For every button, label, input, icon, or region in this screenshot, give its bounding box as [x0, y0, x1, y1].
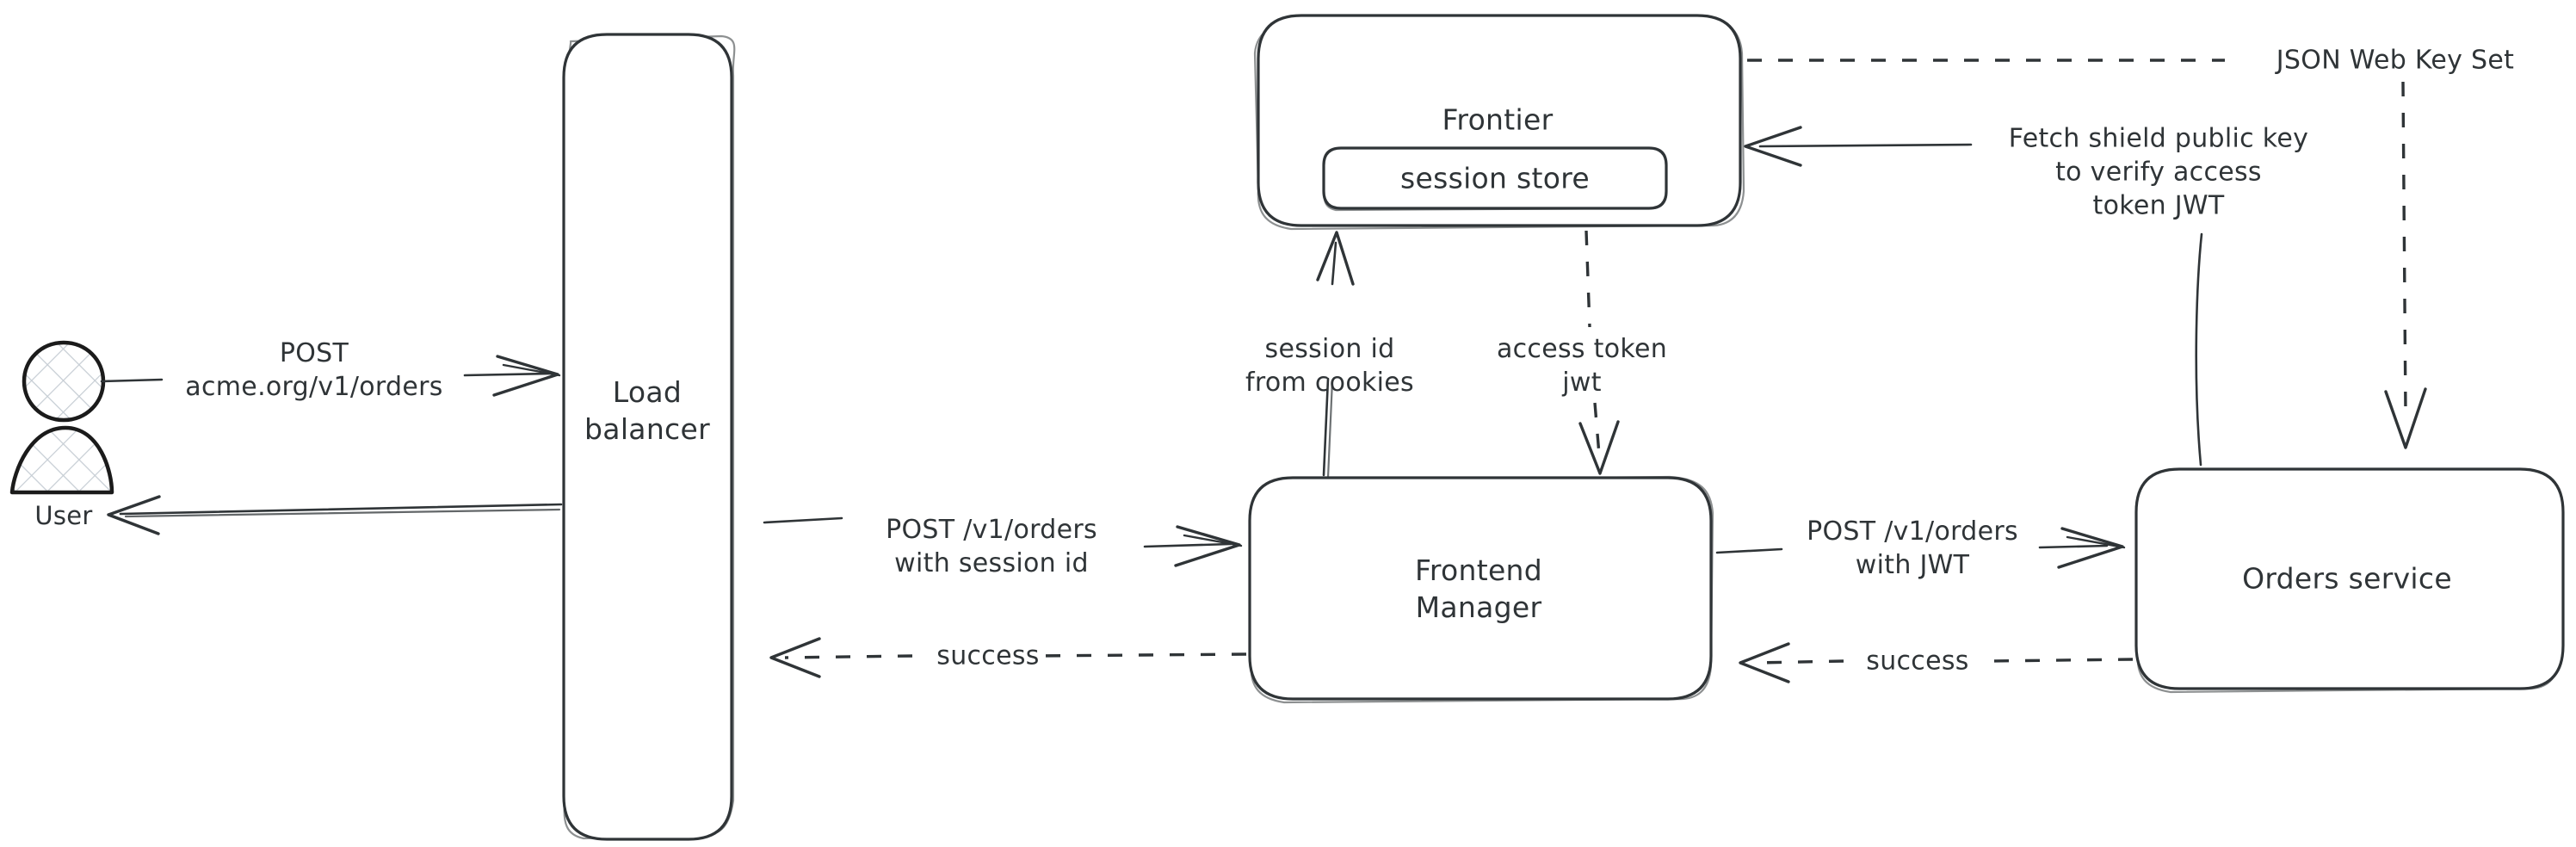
edge-lb-fm-stub	[763, 516, 843, 524]
edge-lb-fm-tail	[1143, 542, 1232, 548]
edge-lb-user-line	[119, 503, 563, 516]
edge-orders-frontier-curve	[2195, 232, 2203, 467]
edge-lb-user-line2	[124, 508, 561, 518]
session-store-box	[1322, 146, 1668, 210]
edge-orders-service-to-frontier	[1744, 126, 2203, 467]
node-load-balancer[interactable]	[562, 33, 736, 841]
edge-fm-frontier-upper	[1331, 241, 1337, 286]
edge-user-lb-arrowhead2	[502, 363, 561, 377]
edge-orders-service-to-frontend-manager	[1739, 642, 2134, 683]
orders-service-box	[2134, 467, 2565, 690]
frontend-manager-box	[1248, 476, 1713, 701]
edge-fm-orders-stub	[1715, 547, 1783, 554]
edge-fm-orders-tail	[2038, 544, 2109, 549]
edge-lb-fm-arrowhead2	[1183, 534, 1243, 547]
edge-orders-fm-dash-left	[1755, 659, 1844, 665]
edge-fm-frontier-lower2	[1326, 379, 1334, 479]
edge-fm-orders-arrowhead	[2057, 527, 2124, 569]
edge-jwks-vertical	[2401, 81, 2407, 414]
edge-fm-frontier-arrowhead	[1316, 231, 1355, 286]
edge-jwks-arrowhead	[2384, 387, 2427, 449]
edge-fm-frontier-lower	[1322, 377, 1330, 477]
edge-frontend-manager-to-load-balancer	[769, 637, 1247, 678]
user-body	[9, 425, 114, 495]
edge-lb-user-arrowhead	[107, 495, 161, 535]
edge-frontier-to-frontend-manager	[1578, 230, 1620, 475]
edge-orders-fm-arrowhead	[1739, 642, 1790, 683]
edge-user-lb-tail	[463, 372, 553, 377]
node-frontend-manager[interactable]	[1248, 475, 1714, 704]
edge-frontend-manager-to-orders-service	[1715, 527, 2126, 569]
edge-load-balancer-to-user	[107, 495, 563, 535]
edge-load-balancer-to-frontend-manager	[763, 516, 1243, 567]
edge-user-to-load-balancer	[100, 355, 561, 397]
edge-frontier-fm-dash-lower	[1593, 402, 1601, 455]
edge-frontier-fm-arrowhead	[1578, 420, 1620, 475]
load-balancer-box	[562, 33, 733, 841]
edge-frontend-manager-to-frontier	[1316, 231, 1355, 479]
edge-frontier-fm-dash-upper	[1585, 230, 1591, 328]
edge-orders-frontier-horizontal	[1758, 143, 1973, 148]
edge-fm-orders-arrowhead2	[2066, 535, 2126, 549]
edge-fm-lb-arrowhead	[769, 637, 821, 678]
edge-fm-lb-dash-right	[1032, 652, 1247, 658]
edge-jwks-to-orders-service	[1747, 59, 2427, 449]
node-orders-service[interactable]	[2134, 467, 2565, 694]
edge-user-lb-stub	[100, 378, 164, 383]
edge-orders-frontier-arrowhead	[1744, 126, 1802, 167]
edge-fm-lb-dash-left	[784, 654, 913, 659]
edge-orders-fm-dash-right	[1987, 658, 2134, 663]
node-frontier[interactable]	[1253, 14, 1745, 231]
edge-user-lb-arrowhead	[492, 355, 559, 397]
user-head	[22, 340, 106, 423]
node-user	[9, 340, 114, 495]
